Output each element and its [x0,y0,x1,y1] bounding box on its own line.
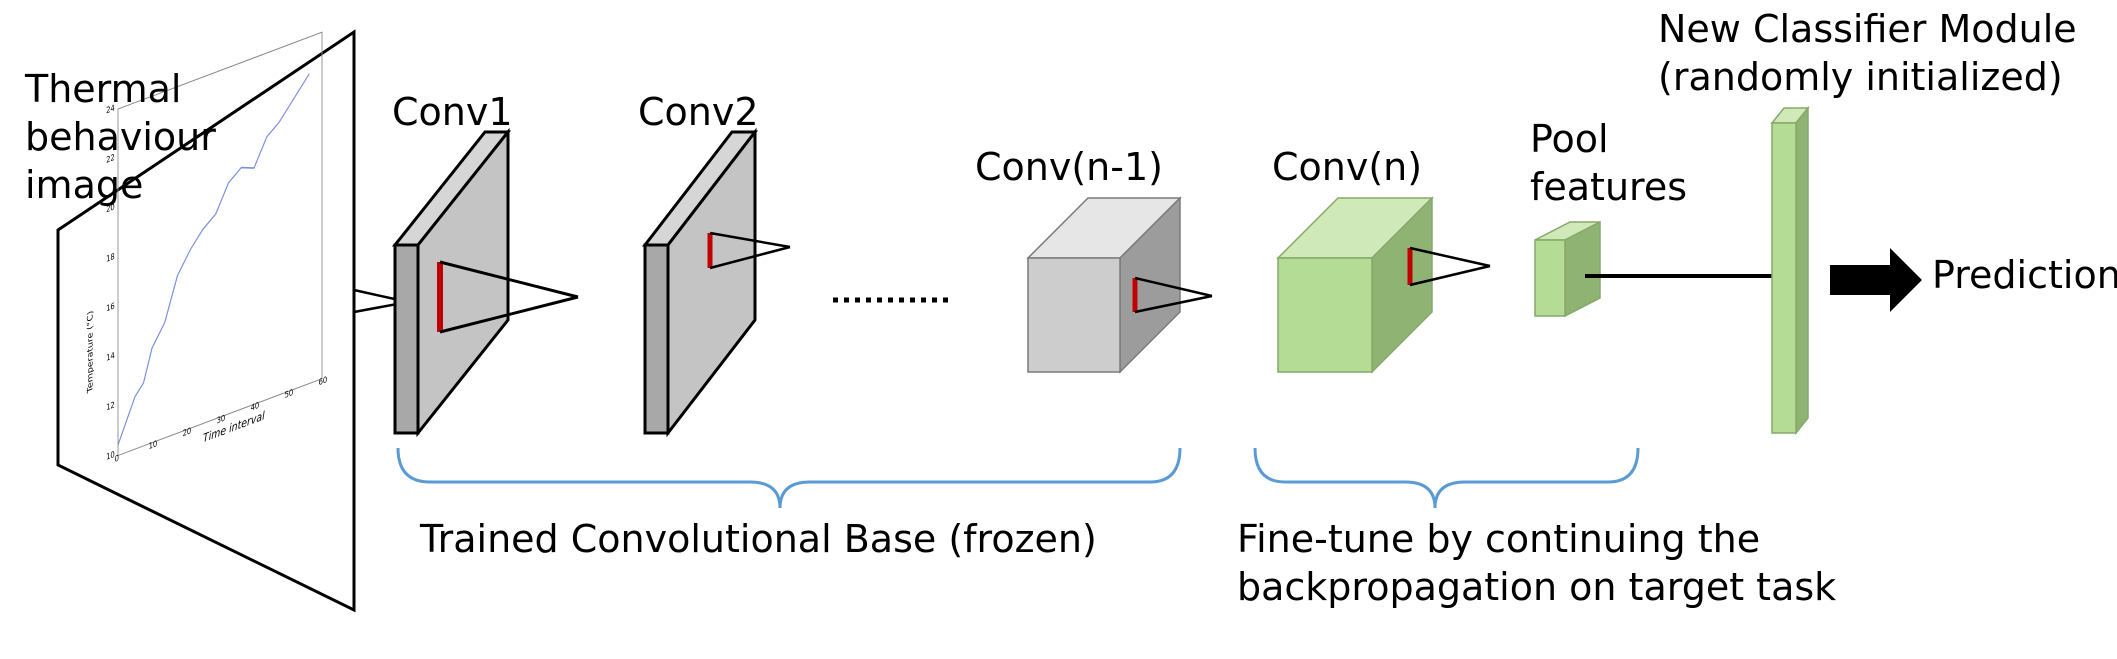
finetune-brace [1253,447,1640,509]
pool-front [1534,239,1566,317]
conv-n-minus-1-projection-lower [1134,294,1213,314]
mini-plot-x-tick: 0 [115,453,119,464]
conv2-projection-lower [709,245,791,270]
conv-n-projection-upper [1409,246,1491,268]
mini-plot-y-tick: 18 [106,251,115,264]
mini-plot-axes [117,31,323,457]
conv-n-minus-1-label: Conv(n-1) [975,145,1163,189]
conv-n-minus-1-layer [1026,196,1213,374]
conv2-layer [641,127,791,438]
conv-n-layer [1276,196,1491,374]
mini-plot-ylabel: Temperature (°C) [86,309,95,395]
conv-n-front [1277,257,1373,373]
finetune-label-line2: backpropagation on target task [1237,565,1836,609]
classifier-side [1795,105,1809,436]
input-label-line2: behaviour [25,115,216,159]
conv-n-minus-1-front [1027,257,1121,373]
conv2-label: Conv2 [638,90,759,134]
pool-label-line1: Pool [1530,117,1609,161]
conv2-front [643,243,670,435]
finetune-label-line1: Fine-tune by continuing the [1237,517,1760,561]
input-label-line1: Thermal [24,67,182,111]
mini-plot-x-tick: 50 [285,387,294,400]
mini-plot-x-tick: 20 [183,426,192,439]
pool-label-line2: features [1530,165,1687,209]
conv-n-minus-1-projection-upper [1134,276,1213,298]
pool-features [1534,220,1772,318]
classifier-module [1770,105,1810,436]
classifier-label-line1: New Classifier Module [1658,7,2077,51]
mini-plot-y-tick: 14 [106,350,115,363]
mini-plot-line [117,73,310,446]
input-image-frame [56,29,356,613]
frozen-base-label: Trained Convolutional Base (frozen) [419,517,1097,561]
mini-plot-y-tick: 22 [106,152,115,165]
mini-plot-y-tick: 12 [106,400,115,413]
conv1-label: Conv1 [392,90,513,134]
frozen-base-brace [396,447,1182,509]
mini-plot-x-tick: 60 [319,374,328,387]
conv-n-label: Conv(n) [1272,145,1422,189]
prediction-arrow-icon [1830,248,1922,312]
mini-plot-y-tick: 16 [106,301,115,314]
conv1-projection-lower [439,295,579,334]
conv1-projection-upper [439,260,579,299]
mini-plot-x-tick: 40 [251,400,260,413]
classifier-front [1771,122,1797,434]
conv-n-projection-lower [1409,264,1491,287]
mini-plot-x-tick: 30 [217,413,226,426]
mini-plot-y-tick: 20 [106,202,115,215]
mini-plot-y-tick: 10 [106,449,115,462]
conv1-layer [391,127,579,438]
mini-plot-x-tick: 10 [149,438,158,451]
prediction-label: Prediction [1932,253,2117,297]
conv2-projection-upper [709,231,791,249]
classifier-label-line2: (randomly initialized) [1658,55,2063,99]
mini-plot-y-tick: 24 [106,103,115,116]
input-label-line3: image [25,163,143,207]
conv1-front [393,243,420,435]
mini-plot: Time interval Temperature (°C) 010203040… [86,31,328,464]
